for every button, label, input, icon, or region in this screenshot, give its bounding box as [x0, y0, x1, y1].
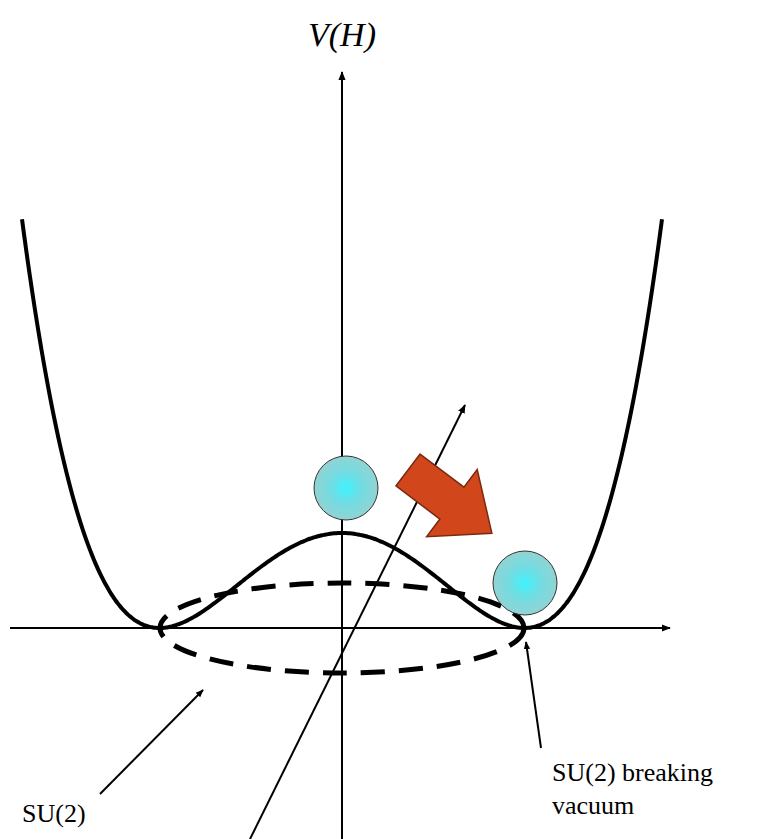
leader-line: [100, 690, 203, 794]
vacuum-ring: [160, 583, 524, 673]
potential-curve: [22, 219, 662, 628]
roll-arrow: [383, 436, 517, 566]
horizontal-axis: [10, 627, 670, 629]
ball-vacuum: [493, 551, 557, 615]
vacuum-label: SU(2) breaking vacuum: [552, 757, 757, 822]
vertical-axis: [341, 72, 343, 839]
ball-unstable: [314, 456, 378, 520]
vacuum-label: SU(2): [22, 798, 86, 831]
leader-line: [526, 642, 541, 748]
axis-label: V(H): [308, 14, 376, 57]
